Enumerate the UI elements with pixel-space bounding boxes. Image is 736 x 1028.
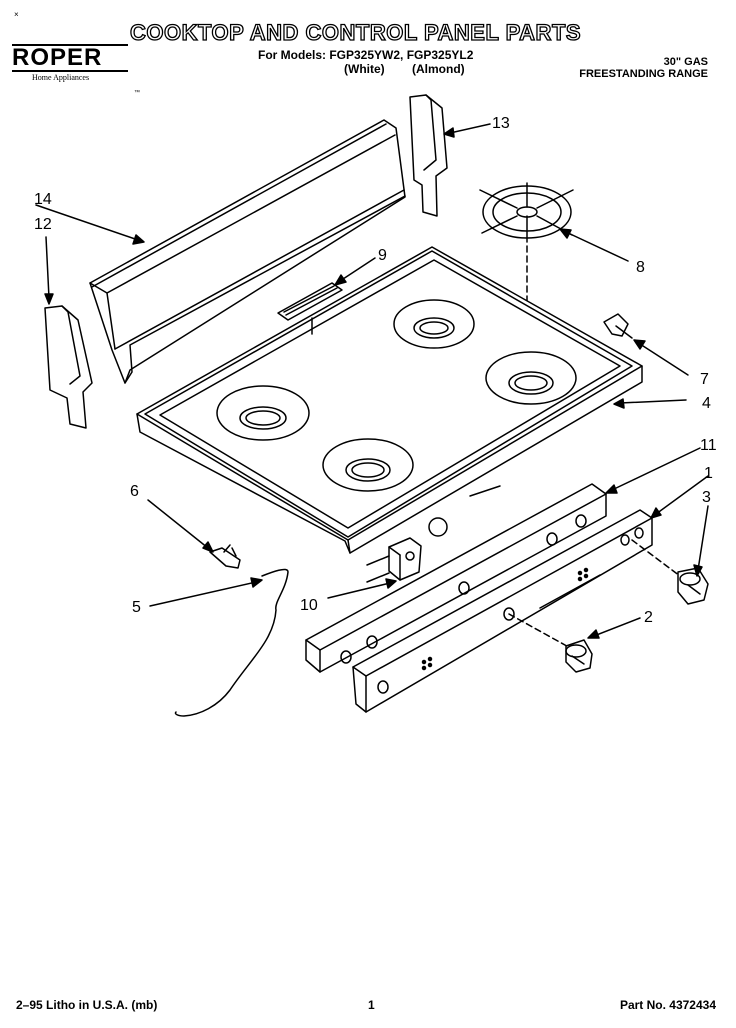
- callout-11: 11: [700, 437, 717, 454]
- callout-14: 14: [34, 191, 52, 208]
- callout-2: 2: [644, 609, 653, 626]
- callout-numbers: 1 2 3 4 5 6 7 8 9 10 11 12 13 14: [34, 115, 717, 626]
- range-line-2: FREESTANDING RANGE: [579, 68, 708, 80]
- callout-13: 13: [492, 115, 510, 132]
- callout-6: 6: [130, 483, 139, 500]
- callout-9: 9: [378, 247, 387, 264]
- side-trim-right-part: [409, 94, 448, 217]
- variant-almond: (Almond): [412, 62, 465, 76]
- page-title: COOKTOP AND CONTROL PANEL PARTS: [129, 19, 582, 45]
- spark-module-part: [366, 537, 422, 583]
- control-panel-part: [352, 509, 653, 713]
- corner-mark: ×: [14, 10, 19, 19]
- knob-alignment-line-front: [508, 613, 575, 651]
- burner-cap-clip-part: [603, 313, 633, 339]
- roper-logo: ROPER ™ Home Appliances: [12, 44, 140, 96]
- callout-12: 12: [34, 216, 52, 233]
- logo-trademark: ™: [134, 90, 140, 96]
- callout-4: 4: [702, 395, 711, 412]
- range-line-1: 30" GAS: [663, 56, 708, 68]
- callout-5: 5: [132, 599, 141, 616]
- logo-brand: ROPER: [12, 44, 128, 72]
- control-panel-bracket-part: [305, 483, 607, 673]
- callout-8: 8: [636, 259, 645, 276]
- range-description: 30" GAS FREESTANDING RANGE: [579, 56, 708, 80]
- knob-front-part: [565, 639, 593, 673]
- side-trim-left-part: [44, 305, 93, 429]
- footer-part-number: Part No. 4372434: [619, 998, 716, 1012]
- vent-trim-part: [277, 282, 343, 335]
- logo-tagline: Home Appliances: [32, 73, 90, 82]
- footer-litho: 2–95 Litho in U.S.A. (mb): [16, 998, 158, 1012]
- cooktop-part: [136, 246, 643, 554]
- callout-leaders: [35, 123, 709, 639]
- orifice-clip-part: [209, 544, 241, 569]
- callout-10: 10: [300, 597, 318, 614]
- models-line: For Models: FGP325YW2, FGP325YL2: [258, 48, 474, 62]
- knob-side-part: [677, 567, 709, 605]
- wiring-harness-part: [174, 568, 289, 717]
- backguard-part: [89, 119, 406, 384]
- callout-3: 3: [702, 489, 711, 506]
- callout-7: 7: [700, 371, 709, 388]
- footer-page-number: 1: [368, 998, 375, 1012]
- burner-grate-part: [479, 182, 574, 243]
- knob-alignment-line-side: [631, 539, 681, 577]
- variant-white: (White): [344, 62, 385, 76]
- callout-1: 1: [704, 465, 713, 482]
